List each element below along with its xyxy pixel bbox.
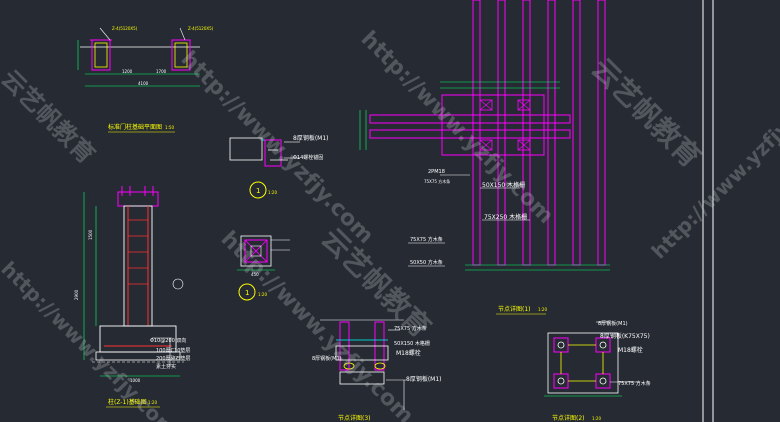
label-soil: 素土夯实 (156, 363, 176, 370)
svg-text:Z-4(5120X5): Z-4(5120X5) (112, 26, 138, 31)
dim-label: 450 (251, 272, 259, 277)
node-detail-1-title: 节点详图(1) (498, 305, 531, 313)
label-timber-75x75-b: 75X75 方木条 (394, 325, 427, 332)
label-pm18-note: 75X75 方木条 (424, 178, 450, 184)
dim-label: 1700 (156, 69, 167, 74)
pergola-grid: 2PM18 75X75 方木条 50X150 木格栅 75X250 木格栅 75… (359, 0, 610, 315)
gate-plan-title: 标准门柱基础平面图 (108, 123, 162, 131)
detail-marker-circle (238, 283, 256, 301)
dim-label: 4100 (138, 81, 149, 86)
label-bolt-m: 8厚钢板(M1) (293, 134, 329, 142)
label-steel-m18: M18螺栓 (618, 346, 643, 354)
detail-marker-number: 1 (245, 289, 249, 297)
label-timber-75x75-c: 75X75 方木条 (618, 380, 651, 387)
label-plate-m8: 8厚钢板(M1) (312, 355, 342, 362)
detail-marker-circle (249, 181, 267, 199)
label-bolt-14: Φ14螺栓锚固 (293, 154, 323, 161)
label-plate-m18: M18螺栓 (396, 349, 421, 357)
detail-marker-scale: 1:20 (258, 292, 267, 297)
label-rebar: Φ10@200 双向 (150, 337, 186, 344)
node-detail-2-scale: 1:20 (592, 416, 601, 421)
watermark-url: http://www.yzfjy.com (216, 227, 418, 422)
label-plate-m8-b: 8厚钢板(M1) (406, 375, 442, 383)
label-bolt-m: 8厚钢板(M1) (598, 320, 628, 327)
dim-label: 2900 (74, 289, 79, 300)
watermark-brand: 云艺帆教育 (0, 64, 100, 169)
dim-label: 1500 (88, 229, 93, 240)
gate-column-section: 2900 1500 Φ10@200 双向 100厚C10垫层 200厚碎石垫层 … (74, 186, 191, 408)
label-timber-50x150: 50X150 木格栅 (394, 340, 430, 347)
detail-marker-number: 1 (256, 187, 260, 195)
watermark-brand: 云艺帆教育 (585, 52, 707, 174)
label-mat-200: 200厚碎石垫层 (156, 355, 191, 362)
label-timber-50x150: 50X150 木格栅 (482, 181, 525, 189)
svg-text:Z-4(5120X5): Z-4(5120X5) (188, 26, 214, 31)
bolt-detail: 8厚钢板(M1) Φ14螺栓锚固 1 1:20 (229, 134, 329, 199)
node-detail-bottom-center: 75X75 方木条 50X150 木格栅 M18螺栓 8厚钢板(M1) 8厚钢板… (312, 319, 442, 422)
gate-section-scale: 1:20 (148, 400, 157, 405)
gate-plan-scale: 1:50 (165, 125, 174, 130)
label-steel-plate-k: 8厚钢板(K75X75) (600, 332, 650, 340)
watermark-url: http://www.yzfjy.com (356, 27, 558, 229)
label-mat-100: 100厚C10垫层 (156, 347, 190, 354)
label-timber-75x75: 75X75 方木条 (410, 236, 443, 243)
label-timber-75x250: 75X250 木格栅 (484, 213, 527, 221)
watermark-url: http://www.yzfjy.com (176, 47, 378, 249)
node-detail-1-scale: 1:20 (538, 307, 547, 312)
column-plan-square: 450 1 1:20 (237, 235, 290, 301)
detail-marker-scale: 1:20 (268, 190, 277, 195)
dim-label: 1000 (130, 378, 141, 383)
node-detail-2-title: 节点详图(2) (552, 414, 585, 422)
node-detail-2: 8厚钢板(M1) 8厚钢板(K75X75) M18螺栓 75X75 方木条 节点… (544, 320, 651, 422)
gate-section-title: 柱(Z-1)基础图 (108, 398, 147, 406)
gate-plan: Z-4(5120X5) Z-4(5120X5) 1200 1700 4100 标… (77, 26, 214, 133)
label-pm18: 2PM18 (428, 169, 445, 175)
dim-label: 1200 (122, 69, 133, 74)
node-detail-3-title: 节点详图(3) (338, 414, 371, 422)
label-timber-50x50: 50X50 方木条 (410, 259, 443, 266)
